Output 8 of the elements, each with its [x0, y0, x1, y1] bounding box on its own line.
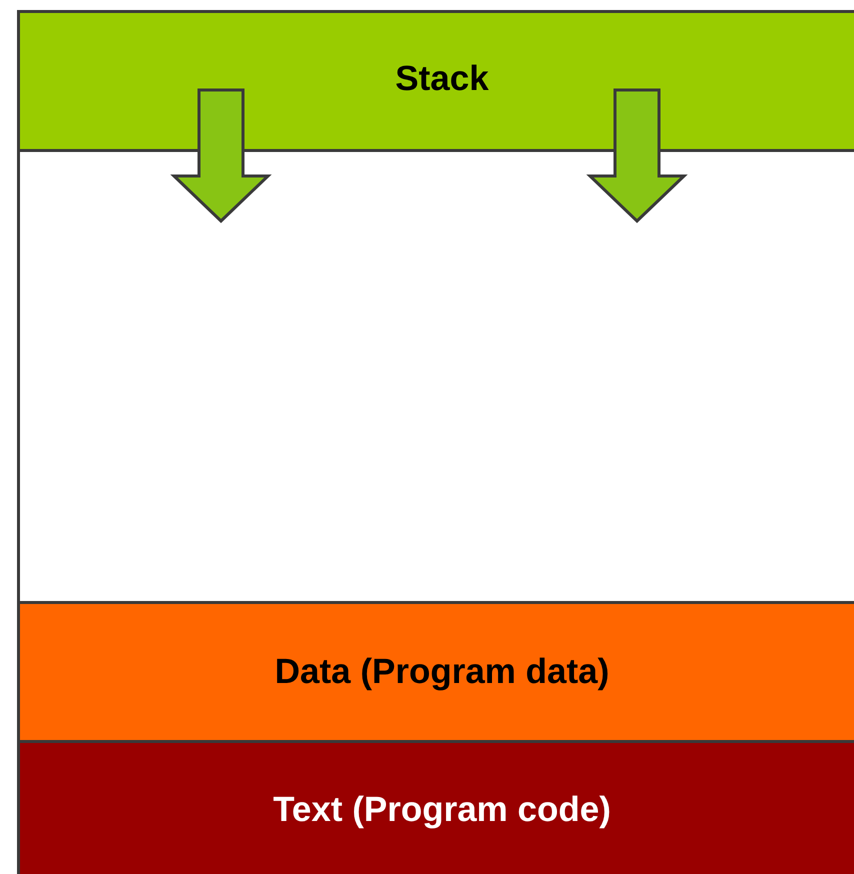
- segment-label: Data (Program data): [274, 652, 610, 692]
- data-segment: [17, 601, 854, 743]
- segment-label: Text (Program code): [273, 790, 611, 830]
- segment-label: Stack: [395, 59, 489, 99]
- block-arrow: [586, 88, 688, 224]
- stack-segment: [17, 10, 854, 152]
- text-segment: [17, 740, 854, 874]
- block-arrow: [170, 88, 272, 224]
